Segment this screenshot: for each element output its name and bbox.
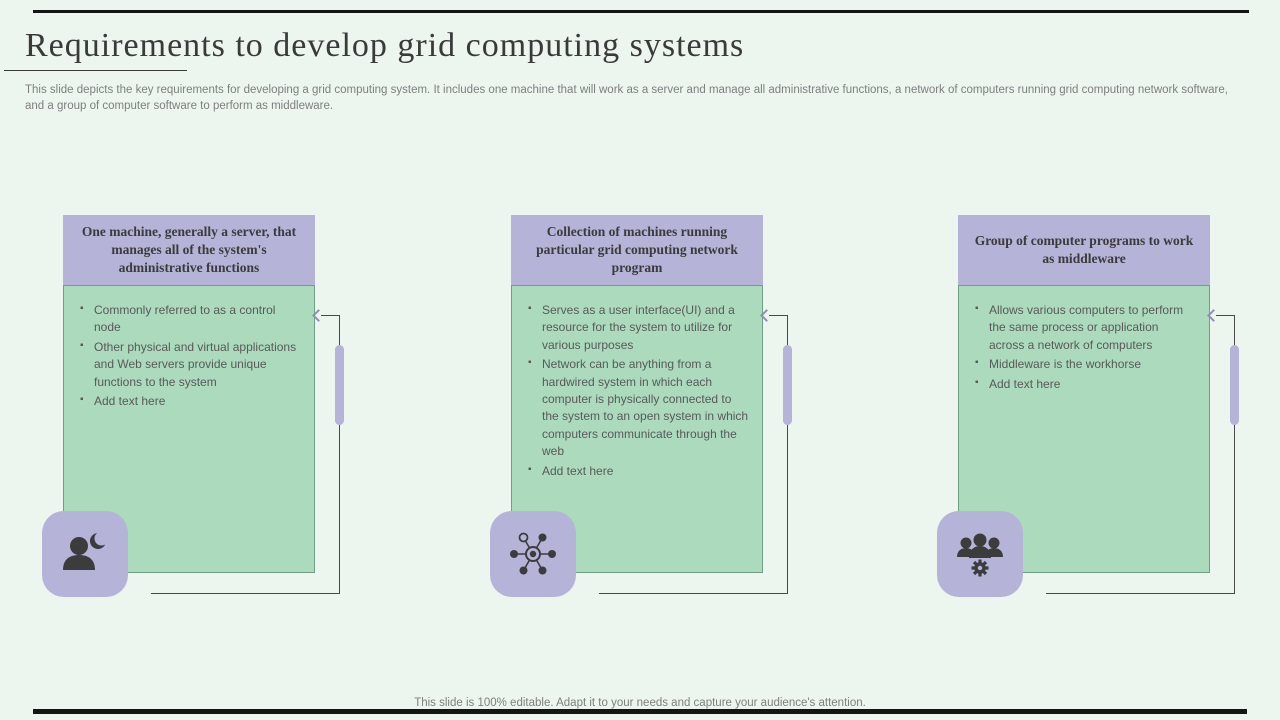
bullet-item: Serves as a user interface(UI) and a res… [528, 302, 750, 354]
bullet-list: Commonly referred to as a control node O… [80, 302, 302, 410]
slide-title: Requirements to develop grid computing s… [25, 27, 745, 64]
bottom-accent-bar [33, 709, 1247, 714]
connector-line [787, 315, 788, 593]
connector-capsule [1230, 345, 1239, 425]
user-with-crescent-glyph [63, 531, 109, 570]
bullet-item: Other physical and virtual applications … [80, 339, 302, 391]
bullet-item: Add text here [80, 393, 302, 410]
slide-footer-note: This slide is 100% editable. Adapt it to… [414, 697, 866, 709]
connector-line [1046, 593, 1235, 594]
connector-line [339, 315, 340, 593]
card-header: One machine, generally a server, that ma… [63, 215, 315, 285]
bullet-item: Allows various computers to perform the … [975, 302, 1197, 354]
bullet-item: Network can be anything from a hardwired… [528, 356, 750, 460]
connector-capsule [335, 345, 344, 425]
requirement-card-network: Collection of machines running particula… [490, 215, 792, 597]
title-underline [4, 70, 187, 71]
user-with-crescent-icon [42, 511, 128, 597]
network-nodes-icon [490, 511, 576, 597]
slide-description: This slide depicts the key requirements … [25, 84, 1228, 113]
network-nodes-glyph [510, 532, 556, 575]
connector-line [599, 593, 788, 594]
card-header-text: One machine, generally a server, that ma… [81, 223, 297, 276]
top-accent-bar [33, 10, 1249, 13]
requirement-card-middleware: Group of computer programs to work as mi… [937, 215, 1239, 597]
bullet-list: Serves as a user interface(UI) and a res… [528, 302, 750, 480]
card-header-text: Group of computer programs to work as mi… [974, 232, 1194, 266]
card-header-text: Collection of machines running particula… [536, 223, 738, 276]
requirement-card-server: One machine, generally a server, that ma… [42, 215, 344, 597]
connector-line [1234, 315, 1235, 593]
connector-line [151, 593, 340, 594]
bullet-item: Middleware is the workhorse [975, 356, 1197, 373]
connector-line [1216, 315, 1234, 316]
bullet-list: Allows various computers to perform the … [975, 302, 1197, 393]
card-header: Group of computer programs to work as mi… [958, 215, 1210, 285]
connector-capsule [783, 345, 792, 425]
team-with-gear-icon [937, 511, 1023, 597]
bullet-item: Add text here [528, 463, 750, 480]
bullet-item: Add text here [975, 376, 1197, 393]
connector-line [321, 315, 339, 316]
team-with-gear-glyph [957, 533, 1003, 577]
connector-line [769, 315, 787, 316]
bullet-item: Commonly referred to as a control node [80, 302, 302, 337]
card-header: Collection of machines running particula… [511, 215, 763, 285]
